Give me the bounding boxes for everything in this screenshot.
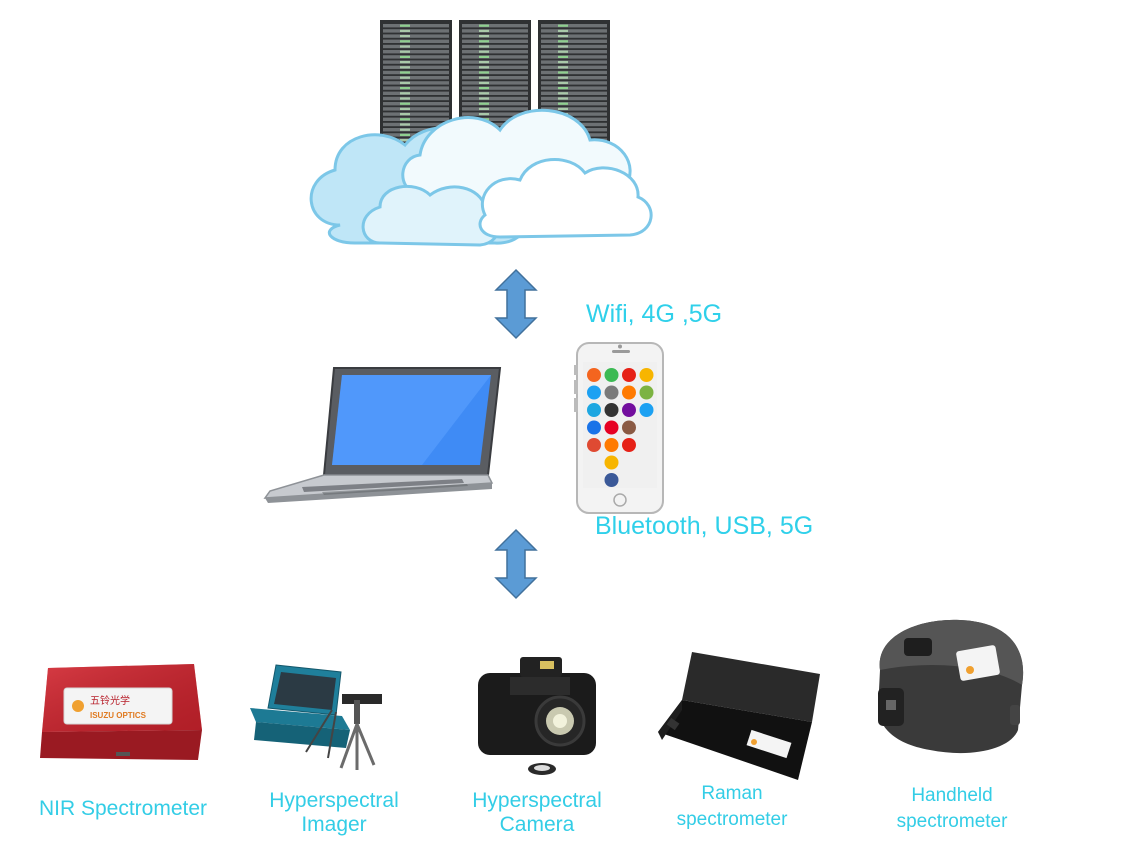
- connection-label-wifi: Wifi, 4G ,5G: [586, 300, 723, 328]
- nir-spectrometer-image: 五铃光学 ISUZU OPTICS: [40, 664, 202, 760]
- hyperspectral-imager-image: [250, 664, 382, 770]
- hyperspectral-camera-image: [478, 657, 596, 775]
- connection-label-bluetooth: Bluetooth, USB, 5G: [595, 512, 814, 540]
- device-label-hyperspectral-camera: Hyperspectral Camera: [472, 789, 602, 837]
- device-label-hyperspectral-imager: Hyperspectral Imager: [269, 789, 399, 837]
- handheld-spectrometer-image: [878, 619, 1024, 754]
- laptop-icon: [263, 367, 502, 503]
- device-label-raman: Raman spectrometer: [676, 783, 788, 830]
- smartphone-icon: [574, 342, 664, 514]
- device-label-handheld: Handheld spectrometer: [896, 785, 1008, 832]
- double-arrow-icon: [494, 528, 538, 600]
- double-arrow-icon: [494, 268, 538, 340]
- logo-english-text: ISUZU OPTICS: [90, 711, 147, 720]
- raman-spectrometer-image: [658, 652, 820, 780]
- logo-chinese-text: 五铃光学: [90, 694, 130, 707]
- cloud-icon: [309, 108, 653, 247]
- device-label-nir: NIR Spectrometer: [38, 797, 208, 820]
